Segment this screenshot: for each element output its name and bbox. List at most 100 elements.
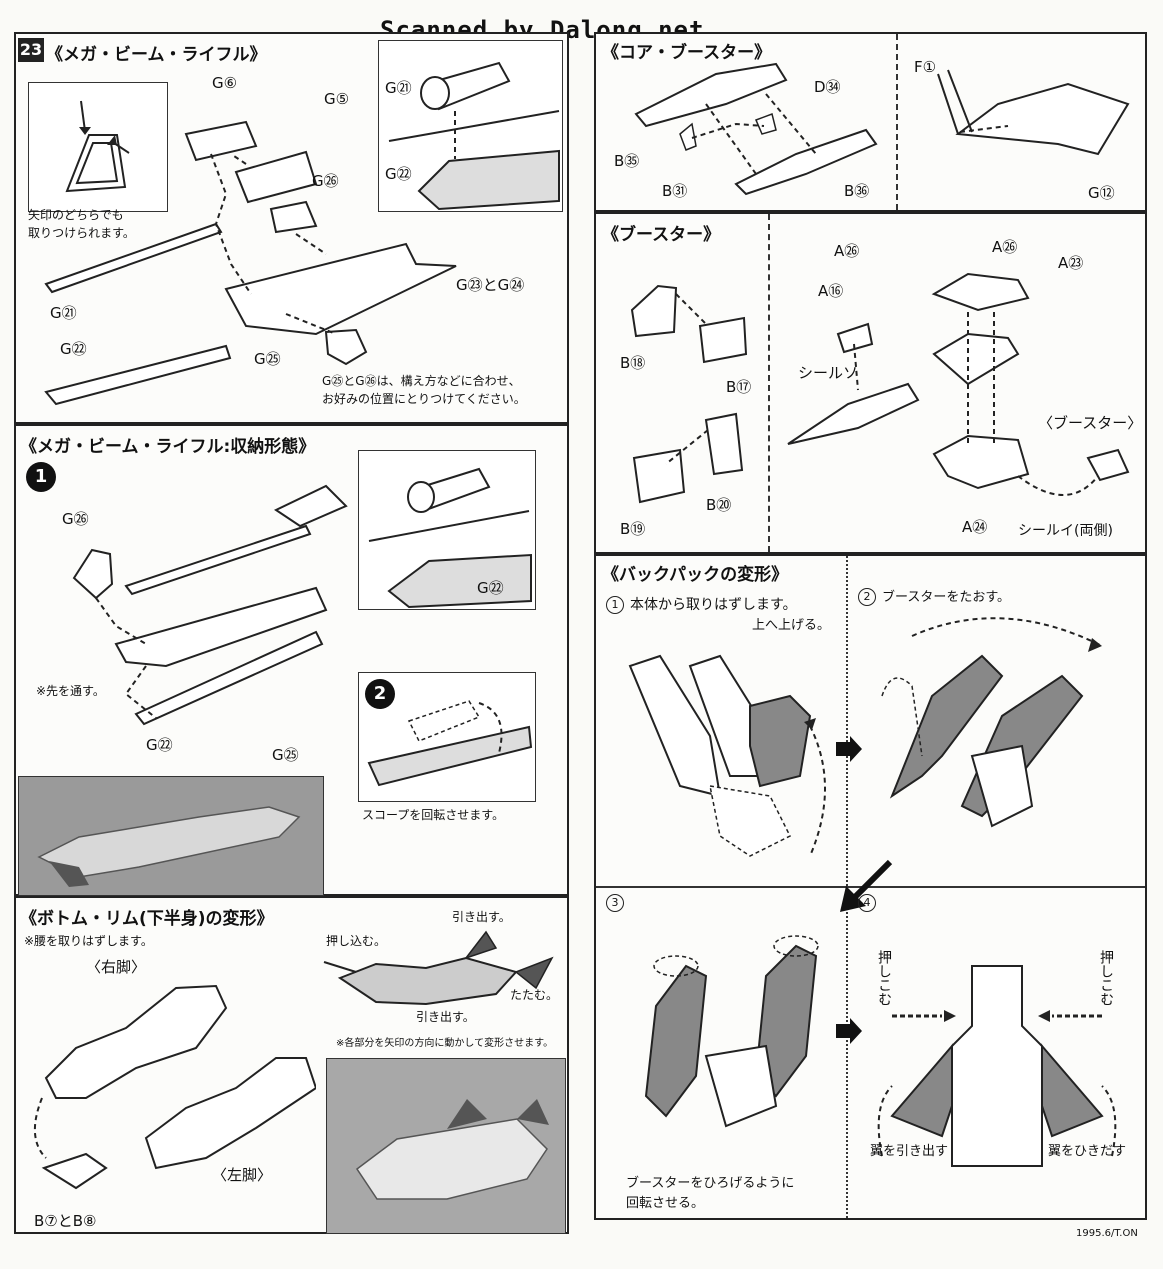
rifle-panel: 23 《メガ・ビーム・ライフル》 矢印のどちらでも 取りつけられます。 G㉑ G… bbox=[14, 32, 569, 424]
booster-callout: 〈ブースター〉 bbox=[1038, 414, 1143, 432]
step-2-badge: 2 bbox=[365, 679, 395, 709]
rifle-assembly-diagram bbox=[44, 120, 457, 406]
stowed-scope-diagram bbox=[368, 467, 532, 609]
step-1-diagram bbox=[628, 654, 826, 857]
backpack-vdivider-bottom bbox=[846, 892, 848, 1218]
core-title: 《コア・ブースター》 bbox=[602, 43, 772, 63]
footer-code: 1995.6/T.ON bbox=[1076, 1228, 1138, 1239]
step-1-label: 本体から取りはずします。 bbox=[630, 597, 797, 613]
b19-label: B⑲ bbox=[620, 520, 646, 538]
pull-out-label-1: 引き出す。 bbox=[452, 910, 511, 924]
fold-label: たたむ。 bbox=[510, 988, 559, 1002]
booster-divider bbox=[768, 214, 770, 552]
pull-out-label-2: 引き出す。 bbox=[416, 1010, 475, 1024]
step-1-number: 1 bbox=[606, 596, 624, 614]
bottom-panel: 《ボトム・リム(下半身)の変形》 ※腰を取りはずします。 〈右脚〉 〈左脚〉 B… bbox=[14, 896, 569, 1234]
b31-label: B㉛ bbox=[662, 182, 688, 200]
b18-label: B⑱ bbox=[620, 354, 646, 372]
g26-label: G㉖ bbox=[312, 172, 339, 190]
a23-label: A㉓ bbox=[1058, 254, 1084, 272]
g21-label: G㉑ bbox=[50, 304, 77, 322]
step-3-number: 3 bbox=[606, 894, 624, 912]
booster-panel: 《ブースター》 B⑱ B⑰ B⑳ B⑲ A㉖ A㉖ A㉓ A⑯ シールソ 〈ブー… bbox=[594, 212, 1147, 554]
stowed-g22-inset-label: G㉒ bbox=[477, 579, 504, 597]
stowed-g22-label: G㉒ bbox=[146, 736, 173, 754]
core-fin-diagram bbox=[937, 69, 1130, 156]
note-through: ※先を通す。 bbox=[36, 684, 105, 698]
push-left-label: 押しこむ bbox=[876, 950, 892, 1006]
core-booster-diagram bbox=[634, 62, 878, 196]
d34-label: D㉞ bbox=[814, 78, 841, 96]
bottom-title: 《ボトム・リム(下半身)の変形》 bbox=[20, 909, 274, 929]
wing-right-label: 翼をひきだす bbox=[1048, 1144, 1127, 1159]
g21-inset-label: G㉑ bbox=[385, 79, 412, 97]
core-divider bbox=[896, 34, 898, 210]
scope-rotate-diagram bbox=[367, 700, 533, 787]
stowed-diagram bbox=[72, 484, 348, 726]
transform-diagram bbox=[323, 930, 554, 1006]
legs-diagram bbox=[33, 984, 316, 1190]
note-scope: スコープを回転させます。 bbox=[362, 808, 505, 822]
scope-diagram bbox=[388, 61, 560, 211]
step-3-label: ブースターをひろげるように 回転させる。 bbox=[626, 1176, 795, 1211]
handle-inset bbox=[28, 82, 168, 212]
seal-i-label: シールイ(両側) bbox=[1018, 523, 1113, 539]
step-2-inset: 2 bbox=[358, 672, 536, 802]
g22-inset-label: G㉒ bbox=[385, 165, 412, 183]
step-2-diagram bbox=[881, 617, 1103, 828]
f1-label: F① bbox=[914, 58, 937, 76]
rifle-photo-shape bbox=[37, 806, 301, 887]
arrow-right-2 bbox=[836, 1018, 862, 1044]
step-4-text: 4 bbox=[858, 894, 882, 912]
b7-b8-label: B⑦とB⑧ bbox=[34, 1212, 97, 1230]
note-either: 矢印のどちらでも 取りつけられます。 bbox=[28, 208, 135, 240]
backpack-title: 《バックパックの変形》 bbox=[602, 565, 789, 585]
stowed-g26-label: G㉖ bbox=[62, 510, 89, 528]
step-3-text: 3 bbox=[606, 894, 630, 912]
step-3-diagram bbox=[644, 935, 819, 1128]
step-4-number: 4 bbox=[858, 894, 876, 912]
page-number: 23 bbox=[18, 38, 44, 62]
g6-label: G⑥ bbox=[212, 74, 238, 92]
a16-label: A⑯ bbox=[818, 282, 844, 300]
booster-title: 《ブースター》 bbox=[602, 225, 721, 245]
backpack-vdivider-top bbox=[846, 556, 848, 886]
stowed-panel: 《メガ・ビーム・ライフル:収納形態》 1 G㉖ ※先を通す。 G㉒ G㉕ G㉒ … bbox=[14, 424, 569, 896]
seal-so-label: シールソ bbox=[798, 364, 859, 382]
lift-label: 上へ上げる。 bbox=[752, 618, 831, 633]
a24-label: A㉔ bbox=[962, 518, 988, 536]
booster-assembly-diagram bbox=[787, 272, 1130, 496]
g5-label: G⑤ bbox=[324, 90, 350, 108]
push-in-label: 押し込む。 bbox=[326, 934, 387, 948]
legs-photo-shape bbox=[355, 1099, 549, 1200]
a26b-label: A㉖ bbox=[992, 238, 1018, 256]
stowed-scope-inset: G㉒ bbox=[358, 450, 536, 610]
rifle-title: 《メガ・ビーム・ライフル》 bbox=[46, 45, 267, 65]
g22-label: G㉒ bbox=[60, 340, 87, 358]
g12-label: G⑫ bbox=[1088, 184, 1115, 202]
note-position: G㉕とG㉖は、構え方などに合わせ、 お好みの位置にとりつけてください。 bbox=[322, 374, 526, 406]
b20-label: B⑳ bbox=[706, 496, 732, 514]
handle-diagram bbox=[65, 100, 130, 193]
push-right-label: 押しこむ bbox=[1098, 950, 1114, 1006]
stowed-rifle-photo bbox=[18, 776, 324, 896]
step-4-diagram bbox=[877, 965, 1117, 1167]
b36-label: B㊱ bbox=[844, 182, 870, 200]
a26a-label: A㉖ bbox=[834, 242, 860, 260]
arrow-right-1 bbox=[836, 736, 862, 762]
stowed-title: 《メガ・ビーム・ライフル:収納形態》 bbox=[20, 437, 316, 457]
wing-left-label: 翼を引き出す bbox=[870, 1144, 949, 1159]
g23-g24-label: G㉓とG㉔ bbox=[456, 276, 525, 294]
step-1-text: 1 本体から取りはずします。 bbox=[606, 594, 797, 614]
step-1-badge: 1 bbox=[26, 462, 56, 492]
backpack-hdivider bbox=[596, 886, 1145, 888]
core-panel: 《コア・ブースター》 D㉞ B㉟ B㉛ B㊱ F① G⑫ bbox=[594, 32, 1147, 212]
step-2-label: ブースターをたおす。 bbox=[882, 590, 1011, 605]
left-leg-label: 〈左脚〉 bbox=[212, 1166, 273, 1184]
g25-label: G㉕ bbox=[254, 350, 281, 368]
right-leg-label: 〈右脚〉 bbox=[86, 958, 147, 976]
note-move: ※各部分を矢印の方向に動かして変形させます。 bbox=[336, 1038, 554, 1049]
rifle-top-inset: G㉑ G㉒ bbox=[378, 40, 563, 212]
